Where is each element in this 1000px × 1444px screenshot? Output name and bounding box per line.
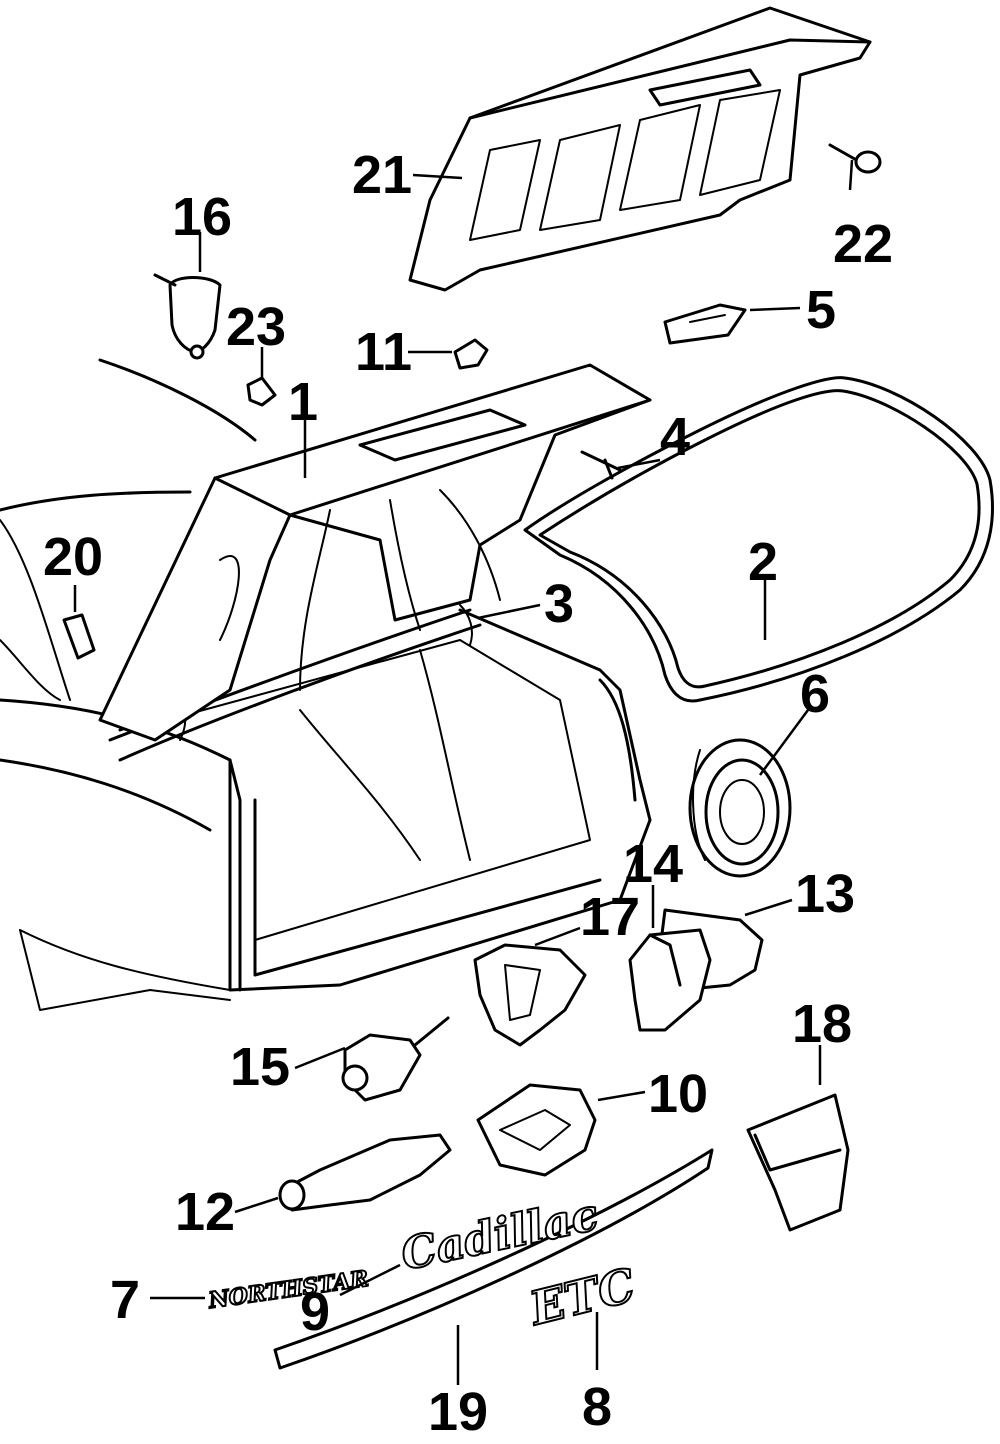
callout-14: 14 — [623, 834, 683, 894]
hinge-pin-4 — [580, 450, 622, 480]
callout-4: 4 — [660, 407, 690, 467]
emblem-northstar-7: NORTHSTAR — [205, 1265, 371, 1315]
bumper-11 — [453, 338, 489, 370]
pull-handle-5 — [663, 303, 747, 345]
striker-17 — [473, 943, 587, 1047]
release-actuator-12 — [278, 1133, 452, 1212]
callout-22: 22 — [833, 214, 893, 274]
callout-23: 23 — [226, 297, 286, 357]
lock-cover-6 — [688, 738, 792, 878]
lock-cylinder-15 — [341, 1016, 450, 1102]
molding-19 — [273, 1148, 714, 1370]
callout-19: 19 — [428, 1382, 488, 1439]
bulb-20 — [62, 613, 96, 660]
callout-21: 21 — [352, 145, 412, 205]
callout-1: 1 — [288, 372, 318, 432]
callout-18: 18 — [792, 994, 852, 1054]
callout-labels: 21 16 23 1 11 22 5 4 2 20 3 6 14 13 17 1… — [43, 145, 893, 1442]
emblem-etc-8: ETC — [522, 1257, 642, 1338]
callout-2: 2 — [748, 532, 778, 592]
callout-13: 13 — [795, 864, 855, 924]
latch-10 — [476, 1083, 597, 1177]
callout-9: 9 — [300, 1282, 330, 1342]
callout-10: 10 — [648, 1064, 708, 1124]
inner-panel-21 — [408, 6, 872, 292]
callout-12: 12 — [175, 1182, 235, 1242]
tail-lamp-housing-18 — [746, 1093, 850, 1232]
callout-5: 5 — [806, 280, 836, 340]
callout-20: 20 — [43, 527, 103, 587]
callout-16: 16 — [172, 187, 232, 247]
callout-17: 17 — [580, 887, 640, 947]
callout-8: 8 — [582, 1377, 612, 1437]
trunk-lid — [98, 363, 652, 742]
actuator-14 — [628, 928, 712, 1032]
trunk-lamp-16 — [153, 273, 222, 360]
callout-3: 3 — [544, 574, 574, 634]
callout-15: 15 — [230, 1037, 290, 1097]
callout-7: 7 — [110, 1270, 140, 1330]
northstar-emblem-text: NORTHSTAR — [206, 1266, 370, 1314]
clip-23 — [246, 376, 277, 407]
callout-6: 6 — [800, 664, 830, 724]
weatherstrip-2 — [523, 376, 994, 703]
leader-lines — [73, 159, 854, 1385]
screw-22 — [828, 143, 882, 174]
callout-11: 11 — [355, 322, 412, 382]
etc-emblem-text: ETC — [523, 1258, 641, 1337]
